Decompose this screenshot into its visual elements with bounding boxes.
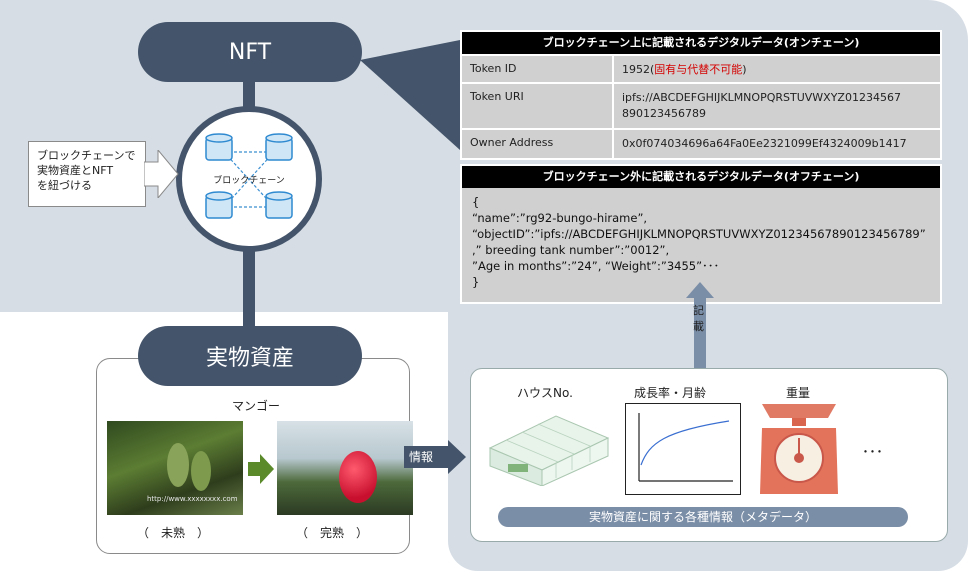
owner-key: Owner Address [470,136,554,149]
metadata-bar: 実物資産に関する各種情報（メタデータ） [498,507,908,527]
info-label: 情報 [409,450,434,464]
database-icon [205,133,293,219]
owner-value: 0x0f074034696a64Fa0Ee2321099Ef4324009b14… [612,130,940,160]
photo-watermark: http://www.xxxxxxxx.com [147,495,238,503]
nft-label: NFT [228,39,272,65]
onchain-row-token-uri: Token URI ipfs://ABCDEFGHIJKLMNOPQRSTUVW… [462,82,940,128]
json-line: } [472,275,480,289]
token-uri-value: ipfs://ABCDEFGHIJKLMNOPQRSTUVWXYZ0123456… [612,84,940,128]
ripe-label: （ 完熟 ） [296,526,369,540]
connector-top [243,80,255,110]
onchain-title: ブロックチェーン上に記載されるデジタルデータ(オンチェーン) [462,32,940,54]
json-line: { [472,195,480,209]
info-arrow-icon [404,440,466,474]
growth-label: 成長率・月齢 [634,386,707,400]
growth-chart-icon [625,403,741,495]
offchain-title: ブロックチェーン外に記載されるデジタルデータ(オフチェーン) [462,166,940,188]
nft-link-wedge [360,40,460,150]
token-id-key: Token ID [470,62,517,75]
weight-label: 重量 [786,386,811,400]
house-label: ハウスNo. [517,386,573,400]
unripe-label: （ 未熟 ） [137,526,210,540]
token-uri-key: Token URI [470,90,524,103]
callout-arrow-icon [144,150,179,198]
token-id-note: 固有与代替不可能 [654,63,743,76]
mango-title: マンゴー [232,399,281,413]
record-label: 記載 [693,304,704,333]
onchain-row-token-id: Token ID 1952(固有与代替不可能) [462,54,940,82]
greenhouse-icon [488,415,610,486]
ripen-arrow-icon [248,454,274,484]
callout-line-3: を紐づける [37,179,92,192]
scale-icon [760,404,838,494]
record-arrow-icon [686,282,714,368]
blockchain-hub: ブロックチェーン [176,106,322,252]
onchain-row-owner: Owner Address 0x0f074034696a64Fa0Ee23210… [462,128,940,160]
ripe-mango-photo [277,421,413,515]
nft-pill: NFT [138,22,362,82]
offchain-json: { “name”:”rg92-bungo-hirame”, “objectID”… [462,188,940,296]
callout-box: ブロックチェーンで 実物資産とNFT を紐づける [28,141,146,207]
asset-label: 実物資産 [205,346,294,371]
callout-line-2: 実物資産とNFT [37,164,114,177]
json-line: ,” breeding tank number”:”0012”, [472,243,670,257]
unripe-mango-photo: http://www.xxxxxxxx.com [107,421,243,515]
ellipsis: ･･･ [862,445,883,461]
json-line: “objectID”:”ipfs://ABCDEFGHIJKLMNOPQRSTU… [472,227,926,241]
json-line: ”Age in months”:”24”, “Weight”:”3455”･･･ [472,259,720,273]
onchain-panel: ブロックチェーン上に記載されるデジタルデータ(オンチェーン) Token ID … [460,30,942,160]
token-id-value: 1952(固有与代替不可能) [612,56,940,82]
callout-line-1: ブロックチェーンで [37,149,136,162]
json-line: “name”:”rg92-bungo-hirame”, [472,211,648,225]
hub-label: ブロックチェーン [213,176,285,186]
connector-bottom [243,250,255,330]
asset-pill: 実物資産 [138,326,362,386]
